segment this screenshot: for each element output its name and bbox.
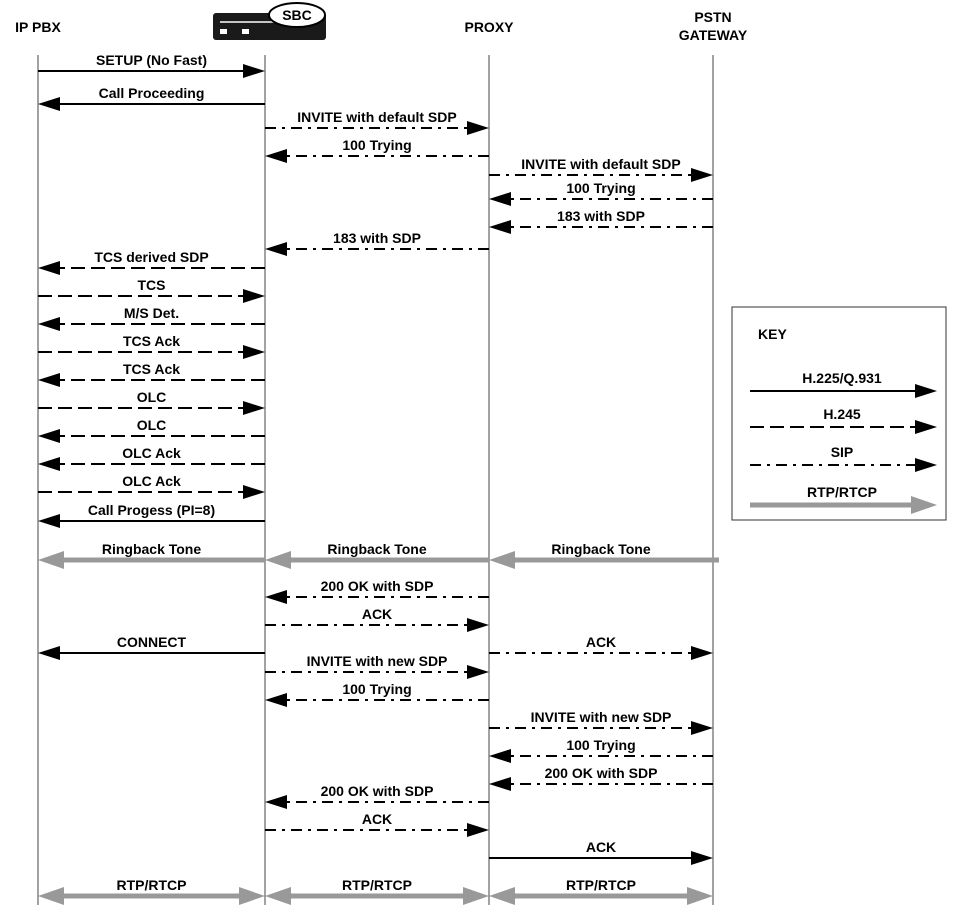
legend-item-rtp: RTP/RTCP (750, 484, 937, 514)
message-label: 200 OK with SDP (321, 783, 434, 799)
message-21: Ringback Tone (489, 541, 719, 569)
message-29: 100 Trying (489, 737, 713, 763)
message-label: INVITE with new SDP (531, 709, 672, 725)
message-label: TCS Ack (123, 361, 180, 377)
message-34: RTP/RTCP (38, 877, 265, 905)
message-14: OLC (38, 389, 265, 415)
legend-item-h225: H.225/Q.931 (750, 370, 937, 398)
message-4: 100 Trying (265, 137, 489, 163)
message-20: Ringback Tone (265, 541, 489, 569)
message-label: CONNECT (117, 634, 187, 650)
message-label: 200 OK with SDP (545, 765, 658, 781)
message-label: 183 with SDP (333, 230, 421, 246)
message-2: Call Proceeding (38, 85, 265, 111)
message-label: OLC Ack (122, 445, 181, 461)
participant-label-gw: PSTN (694, 9, 731, 25)
message-6: 100 Trying (489, 180, 713, 206)
message-3: INVITE with default SDP (265, 109, 489, 135)
message-35: RTP/RTCP (265, 877, 489, 905)
message-1: SETUP (No Fast) (38, 52, 265, 78)
message-23: ACK (265, 606, 489, 632)
message-27: 100 Trying (265, 681, 489, 707)
message-label: OLC Ack (122, 473, 181, 489)
message-label: Ringback Tone (102, 541, 202, 557)
participant-label-proxy: PROXY (464, 19, 514, 35)
message-label: RTP/RTCP (117, 877, 187, 893)
message-label: ACK (362, 811, 392, 827)
message-label: Call Progess (PI=8) (88, 502, 215, 518)
message-label: RTP/RTCP (566, 877, 636, 893)
message-26: INVITE with new SDP (265, 653, 489, 679)
message-18: Call Progess (PI=8) (38, 502, 265, 528)
participant-label-sbc: SBC (282, 7, 312, 23)
message-10: TCS (38, 277, 265, 303)
message-label: SETUP (No Fast) (96, 52, 207, 68)
message-13: TCS Ack (38, 361, 265, 387)
message-7: 183 with SDP (489, 208, 713, 234)
legend-label: SIP (831, 444, 854, 460)
message-label: 183 with SDP (557, 208, 645, 224)
participant-label-gw: GATEWAY (679, 27, 748, 43)
message-label: M/S Det. (124, 305, 179, 321)
message-label: INVITE with default SDP (297, 109, 456, 125)
message-label: TCS derived SDP (94, 249, 208, 265)
message-label: OLC (137, 389, 167, 405)
message-31: 200 OK with SDP (265, 783, 489, 809)
legend-item-h245: H.245 (750, 406, 937, 434)
message-label: INVITE with new SDP (307, 653, 448, 669)
message-label: Call Proceeding (99, 85, 205, 101)
legend-label: H.225/Q.931 (802, 370, 882, 386)
message-17: OLC Ack (38, 473, 265, 499)
message-36: RTP/RTCP (489, 877, 713, 905)
message-label: ACK (362, 606, 392, 622)
message-25: ACK (489, 634, 713, 660)
message-label: 200 OK with SDP (321, 578, 434, 594)
message-label: INVITE with default SDP (521, 156, 680, 172)
message-label: OLC (137, 417, 167, 433)
message-label: TCS (138, 277, 166, 293)
message-label: 100 Trying (342, 137, 411, 153)
message-8: 183 with SDP (265, 230, 489, 256)
message-label: 100 Trying (566, 180, 635, 196)
message-label: Ringback Tone (551, 541, 651, 557)
message-label: 100 Trying (342, 681, 411, 697)
message-33: ACK (489, 839, 713, 865)
message-24: CONNECT (38, 634, 265, 660)
message-30: 200 OK with SDP (489, 765, 713, 791)
message-12: TCS Ack (38, 333, 265, 359)
sbc-device-icon: SBC (213, 2, 326, 40)
legend-label: RTP/RTCP (807, 484, 877, 500)
message-19: Ringback Tone (38, 541, 265, 569)
legend-label: H.245 (823, 406, 861, 422)
message-9: TCS derived SDP (38, 249, 265, 275)
message-label: RTP/RTCP (342, 877, 412, 893)
message-5: INVITE with default SDP (489, 156, 713, 182)
message-32: ACK (265, 811, 489, 837)
participant-label-pbx: IP PBX (15, 19, 61, 35)
message-22: 200 OK with SDP (265, 578, 489, 604)
legend-item-sip: SIP (750, 444, 937, 472)
message-label: ACK (586, 839, 616, 855)
message-15: OLC (38, 417, 265, 443)
message-label: Ringback Tone (327, 541, 427, 557)
message-label: 100 Trying (566, 737, 635, 753)
legend-title: KEY (758, 326, 787, 342)
message-16: OLC Ack (38, 445, 265, 471)
message-28: INVITE with new SDP (489, 709, 713, 735)
message-label: TCS Ack (123, 333, 180, 349)
message-label: ACK (586, 634, 616, 650)
message-11: M/S Det. (38, 305, 265, 331)
